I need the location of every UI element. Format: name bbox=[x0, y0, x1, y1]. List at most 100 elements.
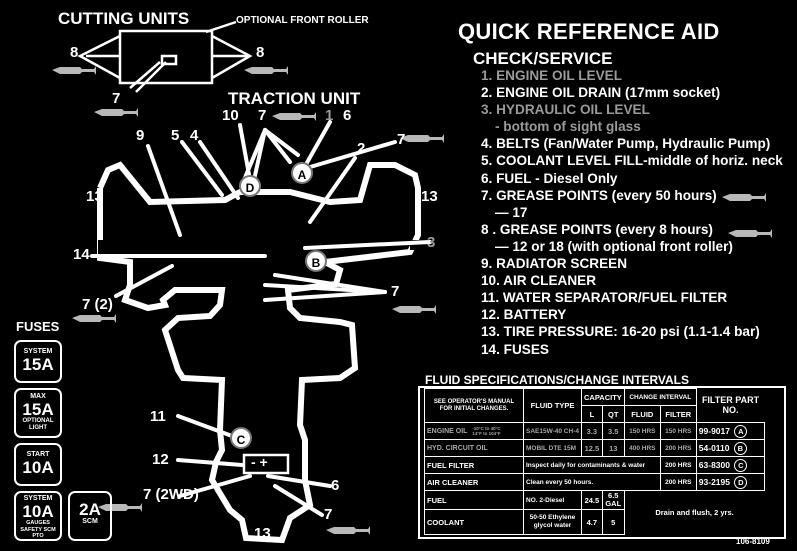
cell-type: 50-50 Ethylene glycol water bbox=[523, 509, 582, 535]
circle-a: A bbox=[291, 162, 313, 184]
label-13-left: 13 bbox=[86, 188, 103, 205]
header-change-interval: CHANGE INTERVAL bbox=[623, 388, 697, 406]
cell-l: 3.3 bbox=[581, 422, 603, 440]
label-13-bottom: 13 bbox=[254, 525, 271, 542]
label-5: 5 bbox=[171, 127, 180, 144]
header-fluid-type: FLUID TYPE bbox=[523, 388, 582, 423]
label-12: 12 bbox=[152, 451, 169, 468]
circle-c: C bbox=[230, 427, 252, 449]
cutting-unit-shape bbox=[77, 20, 253, 93]
grease-gun-icon bbox=[400, 134, 444, 143]
fuse-sub: OPTIONAL LIGHT bbox=[22, 418, 54, 431]
header-l: L bbox=[581, 405, 603, 423]
traction-unit-shape bbox=[97, 161, 421, 544]
fuses-title: FUSES bbox=[16, 319, 60, 334]
label-7-right: 7 bbox=[397, 131, 406, 148]
label-14: 14 bbox=[73, 246, 90, 263]
cell-qt: 6.5 GAL bbox=[601, 490, 625, 510]
grease-gun-icon bbox=[72, 314, 116, 323]
list-item: 13. TIRE PRESSURE: 16-20 psi (1.1-1.4 ba… bbox=[481, 324, 760, 340]
cell-circle: C bbox=[734, 458, 748, 472]
label-2: 2 bbox=[357, 140, 366, 157]
cell-type: SAE15W-40 CH-4 bbox=[523, 422, 582, 440]
battery-shape bbox=[242, 453, 290, 475]
cell-name: HYD. CIRCUIT OIL bbox=[424, 439, 524, 457]
part-number: 106-8109 bbox=[736, 537, 770, 546]
cell-note: Inspect daily for contaminants & water bbox=[523, 456, 661, 474]
fuse-max-15a: MAX 15A OPTIONAL LIGHT bbox=[14, 388, 62, 438]
list-item: — 12 or 18 (with optional front roller) bbox=[495, 238, 733, 254]
tire-gaps bbox=[98, 240, 420, 255]
list-item: 3. HYDRAULIC OIL LEVEL bbox=[481, 102, 650, 118]
fuse-value: 15A bbox=[22, 355, 54, 374]
cell-part: 63-8300 bbox=[698, 459, 730, 470]
fuse-start-10a: START 10A bbox=[14, 443, 62, 486]
cell-type: NO. 2-Diesel bbox=[523, 490, 582, 510]
label-4: 4 bbox=[190, 127, 199, 144]
header-qt: QT bbox=[601, 405, 625, 423]
cell-name: AIR CLEANER bbox=[424, 473, 524, 491]
cell-part: 93-2195 bbox=[698, 476, 730, 487]
fluid-specs-title: FLUID SPECIFICATIONS/CHANGE INTERVALS bbox=[425, 373, 690, 387]
cell-temp: -10°C to 40°C 14°F to 104°F bbox=[472, 426, 501, 436]
cell-part: 99-9017 bbox=[698, 425, 730, 436]
list-item: 1. ENGINE OIL LEVEL bbox=[481, 68, 623, 83]
table-row: FUEL FILTER Inspect daily for contaminan… bbox=[424, 456, 765, 474]
cell-l: 12.5 bbox=[581, 439, 603, 457]
list-item: 5. COOLANT LEVEL FILL-middle of horiz. n… bbox=[481, 153, 783, 169]
header-fluid: FLUID bbox=[623, 405, 661, 423]
cutting-units-title: CUTTING UNITS bbox=[58, 9, 190, 28]
cell-circle: A bbox=[734, 424, 748, 438]
list-item: 6. FUEL - Diesel Only bbox=[481, 170, 618, 186]
list-item: 10. AIR CLEANER bbox=[481, 273, 597, 289]
traction-unit-title: TRACTION UNIT bbox=[228, 89, 361, 108]
fuse-label: SYSTEM bbox=[23, 495, 53, 502]
list-item: 4. BELTS (Fan/Water Pump, Hydraulic Pump… bbox=[481, 136, 771, 152]
label-8-left: 8 bbox=[70, 44, 79, 61]
label-11: 11 bbox=[150, 408, 166, 425]
fuse-value: 10A bbox=[22, 502, 54, 521]
table-row: AIR CLEANER Clean every 50 hours. 200 HR… bbox=[424, 473, 765, 491]
circle-d: D bbox=[239, 175, 261, 197]
grease-gun-icon bbox=[94, 108, 138, 117]
cell-note: Drain and flush, 2 yrs. bbox=[623, 490, 765, 535]
fuse-value: 10A bbox=[22, 458, 54, 477]
fluid-specs-table: SEE OPERATOR'S MANUAL FOR INITIAL CHANGE… bbox=[424, 388, 765, 535]
quick-reference-title: QUICK REFERENCE AID bbox=[458, 19, 720, 44]
fuse-value: 15A bbox=[22, 400, 54, 419]
cell-fluid: 150 HRS bbox=[623, 422, 661, 440]
fuse-system-10a: SYSTEM 10A GAUGES SAFETY SCM PTO bbox=[14, 491, 62, 541]
cell-name: COOLANT bbox=[424, 509, 524, 535]
label-10: 10 bbox=[222, 107, 239, 124]
label-13-right: 13 bbox=[421, 188, 438, 205]
check-service-subtitle: CHECK/SERVICE bbox=[473, 49, 613, 68]
list-item: - bottom of sight glass bbox=[495, 119, 641, 135]
cell-circle: B bbox=[733, 441, 747, 455]
battery-terminals: - + bbox=[251, 454, 268, 470]
cell-qt: 13 bbox=[601, 439, 625, 457]
header-filter-part: FILTER PART NO. bbox=[701, 395, 760, 416]
list-item: 14. FUSES bbox=[481, 341, 549, 357]
table-row: FUEL NO. 2-Diesel 24.5 6.5 GAL Drain and… bbox=[424, 490, 765, 535]
grease-gun-icon bbox=[392, 305, 436, 314]
header-filter: FILTER bbox=[659, 405, 697, 423]
list-item: 8 . GREASE POINTS (every 8 hours) bbox=[481, 221, 713, 237]
cell-l: 4.7 bbox=[581, 509, 603, 535]
label-7-cutting: 7 bbox=[112, 90, 121, 107]
cell-name: FUEL bbox=[424, 490, 524, 510]
cell-name: FUEL FILTER bbox=[424, 456, 524, 474]
table-row: ENGINE OIL -10°C to 40°C 14°F to 104°F S… bbox=[424, 422, 765, 440]
cell-type: MOBIL DTE 15M bbox=[523, 439, 582, 457]
cell-filter: 200 HRS bbox=[659, 439, 697, 457]
cell-filter: 200 HRS bbox=[659, 473, 697, 491]
cell-name: ENGINE OIL bbox=[427, 427, 468, 435]
fuse-sub: GAUGES SAFETY SCM PTO bbox=[20, 520, 56, 539]
pointer-lines bbox=[90, 120, 432, 517]
circle-b: B bbox=[305, 250, 327, 272]
label-6-bottom: 6 bbox=[331, 477, 340, 494]
label-8-right: 8 bbox=[256, 44, 265, 61]
grease-gun-icon bbox=[272, 112, 316, 121]
fluid-specs-frame bbox=[418, 386, 786, 539]
